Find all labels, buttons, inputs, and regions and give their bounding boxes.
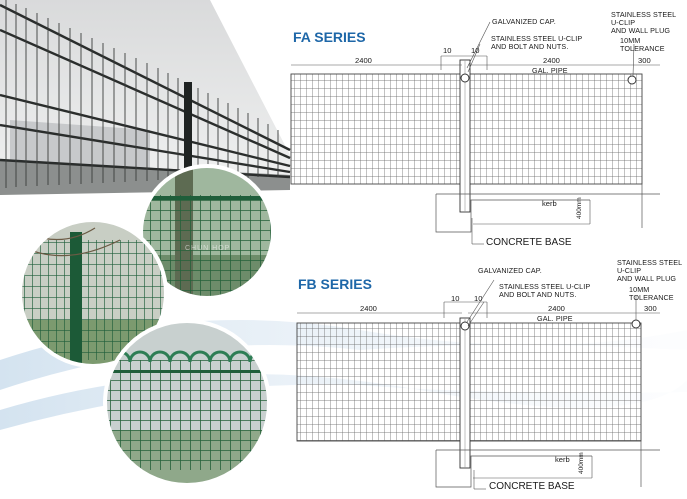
fb-bolt-label: AND BOLT AND NUTS. xyxy=(499,290,577,299)
fb-series-title: FB SERIES xyxy=(298,276,372,292)
fb-dim-right: 2400 xyxy=(548,304,565,313)
fence-photo-closeup-3 xyxy=(103,319,271,487)
fb-dim-10b: 10 xyxy=(474,294,483,303)
fb-wall-plug-label-3: AND WALL PLUG xyxy=(617,274,677,283)
fa-series-title: FA SERIES xyxy=(293,29,366,45)
fa-wall-plug-label-2: U-CLIP xyxy=(611,18,636,27)
fb-gal-pipe-label: GAL. PIPE xyxy=(537,314,573,323)
fb-wall-plug-label-1: STAINLESS STEEL xyxy=(617,258,683,267)
fb-tolerance-value: 10mm xyxy=(629,285,650,294)
fa-dim-10b: 10 xyxy=(471,46,480,55)
fa-galvanized-cap-label: GALVANIZED CAP. xyxy=(492,17,556,26)
fa-dim-10a: 10 xyxy=(443,46,452,55)
fa-depth-label: 400mm xyxy=(576,197,583,219)
fa-dim-300: 300 xyxy=(638,56,651,65)
fa-dim-right: 2400 xyxy=(543,56,560,65)
fa-concrete-base-label: CONCRETE BASE xyxy=(486,237,572,248)
fb-dim-300: 300 xyxy=(644,304,657,313)
fb-depth-label: 400mm xyxy=(578,452,585,474)
fa-bolt-label: AND BOLT AND NUTS. xyxy=(491,42,569,51)
fa-uclip-label: STAINLESS STEEL U-CLIP xyxy=(491,34,583,43)
fa-dim-left: 2400 xyxy=(355,56,372,65)
fa-gal-pipe-label: GAL. PIPE xyxy=(532,66,568,75)
fa-kerb-label: kerb xyxy=(542,199,557,208)
fb-tolerance-label: TOLERANCE xyxy=(629,293,674,302)
fb-uclip-label: STAINLESS STEEL U-CLIP xyxy=(499,282,591,291)
fb-concrete-base-label: CONCRETE BASE xyxy=(489,481,575,492)
fa-series-drawing xyxy=(290,21,660,245)
fb-dim-left: 2400 xyxy=(360,304,377,313)
fa-tolerance-label: TOLERANCE xyxy=(620,44,665,53)
fence-photo-perspective xyxy=(0,0,291,195)
fa-wall-plug-label-3: AND WALL PLUG xyxy=(611,26,671,35)
fb-kerb-label: kerb xyxy=(555,455,570,464)
fa-wall-plug-label-1: STAINLESS STEEL xyxy=(611,10,677,19)
fb-series-drawing xyxy=(296,279,660,490)
fa-tolerance-value: 10mm xyxy=(620,36,641,45)
watermark-logo: CHUN HOP xyxy=(185,245,231,252)
fb-galvanized-cap-label: GALVANIZED CAP. xyxy=(478,266,542,275)
fb-wall-plug-label-2: U-CLIP xyxy=(617,266,642,275)
fb-dim-10a: 10 xyxy=(451,294,460,303)
